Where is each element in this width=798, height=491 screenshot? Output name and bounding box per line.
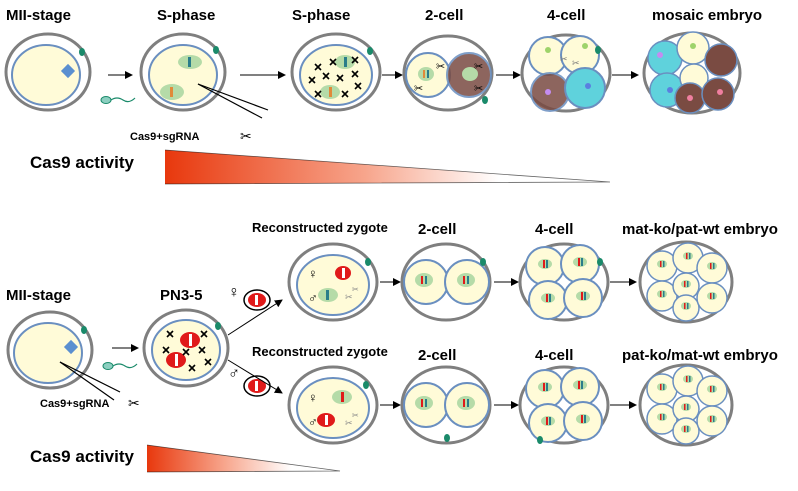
svg-text:♂: ♂ bbox=[308, 414, 318, 429]
scissors-icon: ✂ bbox=[474, 61, 483, 73]
upper-branch-label-3: 4-cell bbox=[535, 221, 573, 238]
s-phase-zygote-2 bbox=[290, 32, 382, 112]
svg-text:✂: ✂ bbox=[352, 285, 359, 294]
bottom-activity-label: Cas9 activity bbox=[30, 447, 134, 466]
svg-text:✂: ✂ bbox=[572, 58, 580, 68]
lower-branch-label-4: pat-ko/mat-wt embryo bbox=[622, 347, 778, 364]
reconstructed-zygote-lower: ♀ ♂ ✂ ✂ bbox=[287, 365, 379, 445]
lower-branch-label-3: 4-cell bbox=[535, 347, 573, 364]
activity-gradient bbox=[165, 150, 610, 184]
scissors-icon: ✂ bbox=[436, 61, 445, 73]
svg-text:♀: ♀ bbox=[228, 284, 240, 301]
top-stage-label-1: MII-stage bbox=[6, 7, 71, 24]
top-row: MII-stage S-phase S-phase 2-cell 4-cell … bbox=[4, 7, 762, 185]
scissors-icon: ✂ bbox=[128, 395, 140, 411]
svg-text:✂: ✂ bbox=[352, 411, 359, 420]
top-activity-label: Cas9 activity bbox=[30, 153, 134, 172]
bottom-injection-label: Cas9+sgRNA bbox=[40, 398, 109, 410]
svg-text:✂: ✂ bbox=[345, 418, 353, 428]
svg-text:♂: ♂ bbox=[308, 290, 318, 305]
reconstructed-zygote-upper: ♀ ♂ ✂ ✂ bbox=[287, 242, 379, 322]
arrow bbox=[227, 359, 283, 394]
two-cell-embryo-upper bbox=[400, 242, 492, 322]
upper-branch-label-1: Reconstructed zygote bbox=[252, 220, 388, 235]
scissors-icon: ✂ bbox=[240, 128, 252, 144]
svg-text:♂: ♂ bbox=[228, 365, 240, 382]
lower-branch-label-1: Reconstructed zygote bbox=[252, 344, 388, 359]
sperm-icon bbox=[100, 96, 136, 104]
mii-oocyte-top bbox=[4, 32, 92, 112]
svg-text:♀: ♀ bbox=[308, 390, 318, 405]
arrow bbox=[227, 299, 283, 336]
female-pronucleus-transfer: ♀ bbox=[228, 284, 271, 311]
mat-ko-embryo bbox=[638, 240, 734, 324]
scissors-icon: ✂ bbox=[474, 83, 483, 95]
top-stage-label-3: S-phase bbox=[292, 7, 350, 24]
svg-text:✂: ✂ bbox=[345, 292, 353, 302]
upper-branch-label-2: 2-cell bbox=[418, 221, 456, 238]
lower-branch-label-2: 2-cell bbox=[418, 347, 456, 364]
top-stage-label-6: mosaic embryo bbox=[652, 7, 762, 24]
upper-branch-label-4: mat-ko/pat-wt embryo bbox=[622, 221, 778, 238]
svg-text:✂: ✂ bbox=[560, 54, 568, 64]
pn-zygote bbox=[142, 308, 230, 388]
scissors-icon: ✂ bbox=[414, 83, 423, 95]
polar-body bbox=[213, 46, 219, 54]
bottom-row: MII-stage PN3-5 Cas9+sgRNA ✂ bbox=[6, 220, 778, 473]
top-stage-label-2: S-phase bbox=[157, 7, 215, 24]
four-cell-embryo-top: ✂ ✂ bbox=[520, 33, 612, 113]
pat-ko-embryo bbox=[638, 363, 734, 447]
top-stage-label-4: 2-cell bbox=[425, 7, 463, 24]
svg-text:♀: ♀ bbox=[308, 266, 318, 281]
mosaic-embryo bbox=[642, 31, 742, 115]
injection-pipette bbox=[197, 83, 269, 111]
top-injection-label: Cas9+sgRNA bbox=[130, 131, 199, 143]
polar-body bbox=[79, 48, 85, 56]
two-cell-embryo-lower bbox=[400, 365, 492, 445]
bottom-pn-label: PN3-5 bbox=[160, 287, 203, 304]
s-phase-zygote-1 bbox=[139, 32, 269, 119]
four-cell-embryo-lower bbox=[518, 365, 610, 445]
male-pronucleus-transfer: ♂ bbox=[228, 365, 271, 397]
two-cell-embryo-top: ✂ ✂ ✂ ✂ bbox=[402, 34, 494, 112]
mii-oocyte-bottom bbox=[6, 310, 121, 401]
four-cell-embryo-upper bbox=[518, 242, 610, 322]
top-stage-label-5: 4-cell bbox=[547, 7, 585, 24]
bottom-mii-label: MII-stage bbox=[6, 287, 71, 304]
sperm-icon-bottom bbox=[102, 362, 138, 370]
